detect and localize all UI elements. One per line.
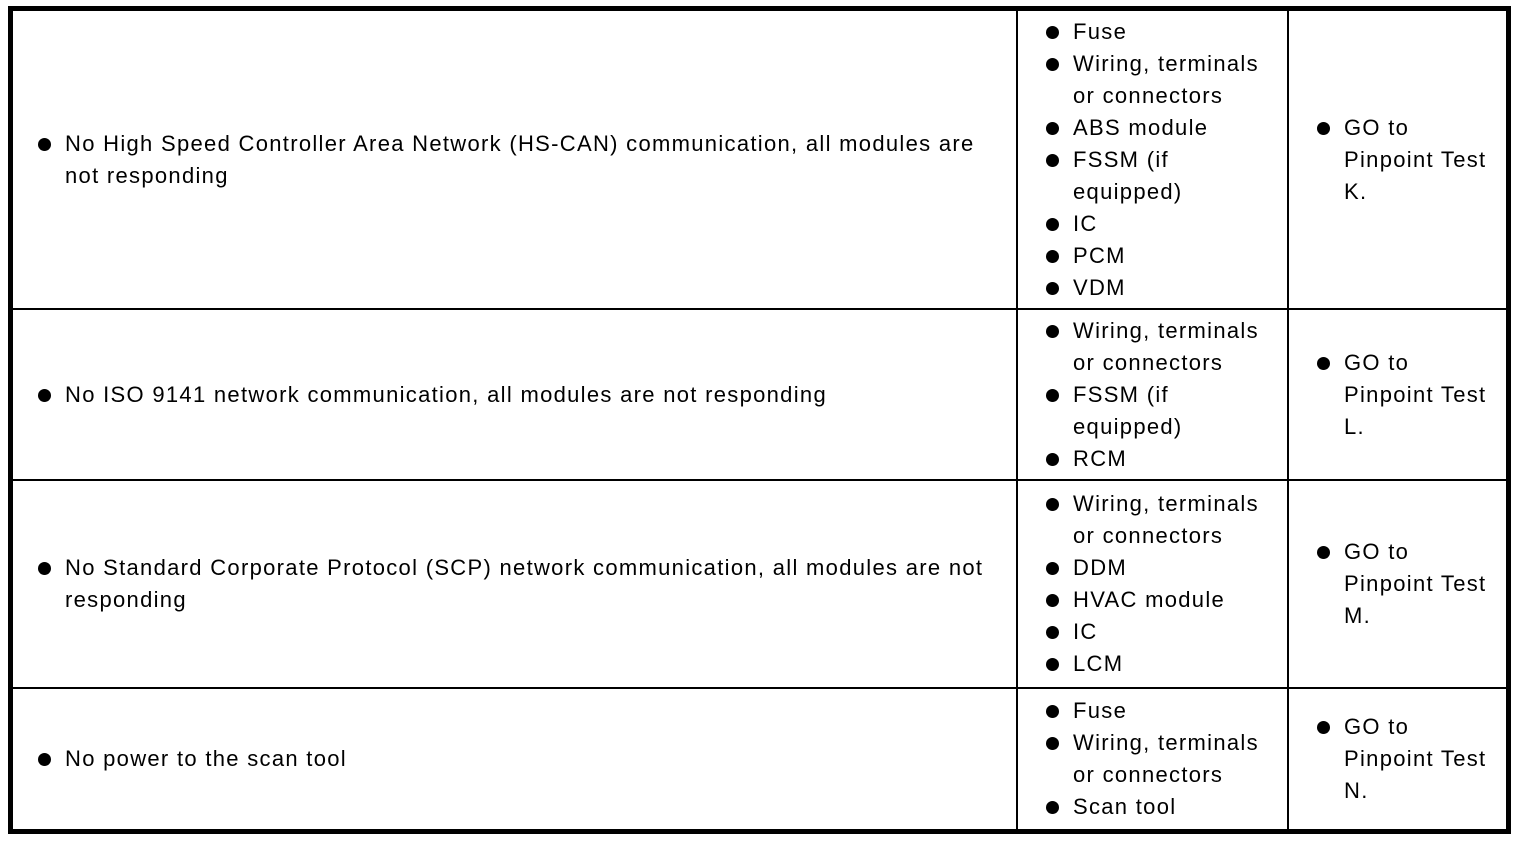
source-item: VDM: [1046, 272, 1283, 304]
bullet-icon: [1046, 658, 1059, 671]
source-text: IC: [1073, 210, 1098, 236]
bullet-icon: [1046, 594, 1059, 607]
source-item: FSSM (if equipped): [1046, 144, 1283, 208]
action-item: GO to Pinpoint Test N.: [1317, 711, 1502, 807]
action-text: GO to Pinpoint Test L.: [1344, 349, 1487, 439]
bullet-icon: [1046, 626, 1059, 639]
table-row: No Standard Corporate Protocol (SCP) net…: [13, 480, 1506, 689]
symptom-chart-table: No High Speed Controller Area Network (H…: [13, 11, 1506, 829]
action-cell: GO to Pinpoint Test N.: [1288, 688, 1506, 829]
bullet-icon: [1046, 737, 1059, 750]
source-item: Wiring, terminals or connectors: [1046, 315, 1283, 379]
source-text: FSSM (if equipped): [1073, 381, 1183, 439]
bullet-icon: [1046, 388, 1059, 402]
source-item: PCM: [1046, 240, 1283, 272]
possible-sources-cell: Wiring, terminals or connectors FSSM (if…: [1017, 309, 1289, 481]
source-text: Fuse: [1073, 698, 1128, 723]
table-row: No power to the scan tool Fuse Wiring, t…: [13, 688, 1506, 829]
source-item: HVAC module: [1046, 584, 1283, 616]
bullet-icon: [1317, 356, 1330, 370]
source-text: Wiring, terminals or connectors: [1073, 730, 1259, 787]
bullet-icon: [1317, 721, 1330, 734]
bullet-icon: [1046, 25, 1059, 39]
source-item: Scan tool: [1046, 791, 1283, 823]
source-text: DDM: [1073, 555, 1128, 580]
symptom-text: No power to the scan tool: [65, 746, 347, 771]
bullet-icon: [38, 137, 51, 151]
source-item: DDM: [1046, 552, 1283, 584]
bullet-icon: [38, 753, 51, 766]
possible-sources-cell: Wiring, terminals or connectors DDM HVAC…: [1017, 480, 1289, 689]
action-item: GO to Pinpoint Test L.: [1317, 347, 1502, 443]
symptom-cell: No ISO 9141 network communication, all m…: [13, 309, 1018, 481]
action-cell: GO to Pinpoint Test K.: [1288, 11, 1506, 310]
source-text: Wiring, terminals or connectors: [1073, 491, 1259, 548]
symptom-cell: No High Speed Controller Area Network (H…: [13, 11, 1018, 310]
bullet-icon: [1046, 452, 1059, 466]
bullet-icon: [1046, 498, 1059, 511]
symptom-item: No power to the scan tool: [38, 743, 1006, 775]
source-text: Wiring, terminals or connectors: [1073, 50, 1259, 108]
action-item: GO to Pinpoint Test M.: [1317, 536, 1502, 632]
source-item: Fuse: [1046, 695, 1283, 727]
source-text: HVAC module: [1073, 587, 1226, 612]
source-item: IC: [1046, 208, 1283, 240]
possible-sources-cell: Fuse Wiring, terminals or connectors Sca…: [1017, 688, 1289, 829]
source-item: Wiring, terminals or connectors: [1046, 488, 1283, 552]
source-item: FSSM (if equipped): [1046, 379, 1283, 443]
bullet-icon: [1317, 546, 1330, 559]
source-item: IC: [1046, 616, 1283, 648]
symptom-cell: No power to the scan tool: [13, 688, 1018, 829]
source-text: ABS module: [1073, 114, 1209, 140]
bullet-icon: [1046, 801, 1059, 814]
source-text: IC: [1073, 619, 1098, 644]
bullet-icon: [38, 388, 51, 402]
source-text: RCM: [1073, 445, 1128, 471]
source-text: Wiring, terminals or connectors: [1073, 317, 1259, 375]
symptom-item: No High Speed Controller Area Network (H…: [38, 128, 1006, 192]
bullet-icon: [1046, 562, 1059, 575]
possible-sources-cell: Fuse Wiring, terminals or connectors ABS…: [1017, 11, 1289, 310]
bullet-icon: [1046, 57, 1059, 71]
bullet-icon: [1046, 705, 1059, 718]
bullet-icon: [1046, 217, 1059, 231]
source-text: Fuse: [1073, 18, 1128, 44]
source-item: Fuse: [1046, 16, 1283, 48]
action-item: GO to Pinpoint Test K.: [1317, 112, 1502, 208]
action-text: GO to Pinpoint Test N.: [1344, 714, 1487, 803]
source-item: Wiring, terminals or connectors: [1046, 48, 1283, 112]
action-cell: GO to Pinpoint Test L.: [1288, 309, 1506, 481]
table-border-frame: No High Speed Controller Area Network (H…: [8, 6, 1511, 834]
source-item: LCM: [1046, 648, 1283, 680]
source-item: Wiring, terminals or connectors: [1046, 727, 1283, 791]
symptom-text: No ISO 9141 network communication, all m…: [65, 381, 827, 407]
bullet-icon: [1046, 324, 1059, 338]
action-text: GO to Pinpoint Test M.: [1344, 539, 1487, 628]
symptom-item: No ISO 9141 network communication, all m…: [38, 379, 1006, 411]
symptom-text: No Standard Corporate Protocol (SCP) net…: [65, 555, 984, 612]
bullet-icon: [1317, 121, 1330, 135]
bullet-icon: [38, 562, 51, 575]
source-item: ABS module: [1046, 112, 1283, 144]
action-text: GO to Pinpoint Test K.: [1344, 114, 1487, 204]
source-text: LCM: [1073, 651, 1124, 676]
symptom-item: No Standard Corporate Protocol (SCP) net…: [38, 552, 1006, 616]
bullet-icon: [1046, 249, 1059, 263]
source-item: RCM: [1046, 443, 1283, 475]
source-text: VDM: [1073, 274, 1126, 300]
source-text: Scan tool: [1073, 794, 1177, 819]
action-cell: GO to Pinpoint Test M.: [1288, 480, 1506, 689]
table-row: No ISO 9141 network communication, all m…: [13, 309, 1506, 481]
symptom-cell: No Standard Corporate Protocol (SCP) net…: [13, 480, 1018, 689]
source-text: FSSM (if equipped): [1073, 146, 1183, 204]
source-text: PCM: [1073, 242, 1126, 268]
bullet-icon: [1046, 281, 1059, 295]
table-row: No High Speed Controller Area Network (H…: [13, 11, 1506, 310]
bullet-icon: [1046, 153, 1059, 167]
bullet-icon: [1046, 121, 1059, 135]
symptom-text: No High Speed Controller Area Network (H…: [65, 130, 975, 188]
